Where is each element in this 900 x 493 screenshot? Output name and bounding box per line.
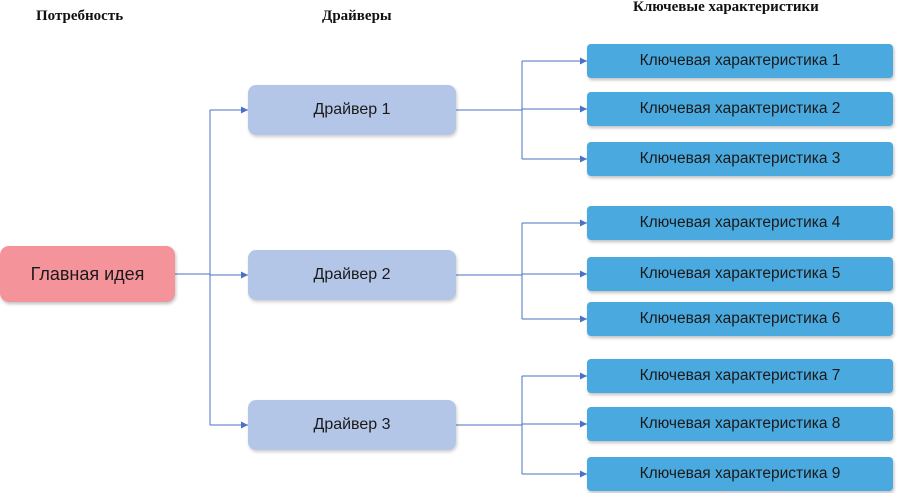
characteristic-box-5: Ключевая характеристика 5 bbox=[587, 257, 893, 291]
column-header-drivers: Драйверы bbox=[322, 8, 392, 24]
driver-box-2: Драйвер 2 bbox=[248, 250, 456, 300]
characteristic-box-2: Ключевая характеристика 2 bbox=[587, 92, 893, 126]
driver-box-3: Драйвер 3 bbox=[248, 400, 456, 450]
column-header-need: Потребность bbox=[36, 8, 124, 24]
characteristic-box-3: Ключевая характеристика 3 bbox=[587, 142, 893, 176]
characteristic-box-9: Ключевая характеристика 9 bbox=[587, 457, 893, 491]
main-idea-box: Главная идея bbox=[0, 246, 175, 302]
characteristic-box-7: Ключевая характеристика 7 bbox=[587, 359, 893, 393]
characteristic-box-1: Ключевая характеристика 1 bbox=[587, 44, 893, 78]
column-header-characteristics: Ключевые характеристики bbox=[633, 0, 819, 15]
characteristic-box-8: Ключевая характеристика 8 bbox=[587, 407, 893, 441]
characteristic-box-4: Ключевая характеристика 4 bbox=[587, 206, 893, 240]
characteristic-box-6: Ключевая характеристика 6 bbox=[587, 302, 893, 336]
driver-box-1: Драйвер 1 bbox=[248, 85, 456, 135]
